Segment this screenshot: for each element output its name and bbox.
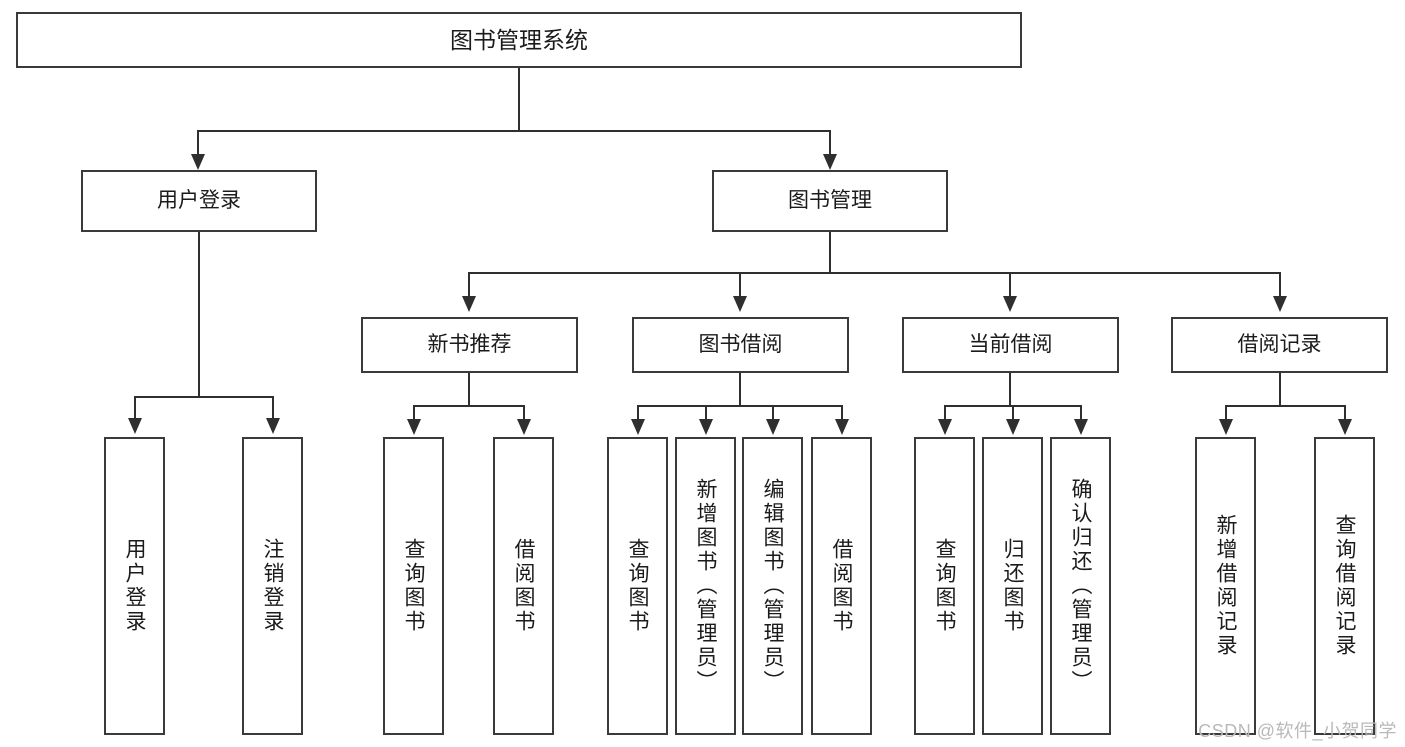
connector-user-login-stem	[198, 232, 200, 396]
connector-drop-bb-leaf-3	[772, 405, 774, 421]
connector-drop-leaf-user-login	[134, 396, 136, 420]
connector-book-borrow-bus	[637, 405, 842, 407]
arrowhead-bb-leaf-3	[766, 419, 780, 435]
leaf-label: 借阅图书	[830, 538, 853, 634]
connector-root-stem	[518, 68, 520, 130]
node-new-book-recommend[interactable]: 新书推荐	[361, 317, 578, 373]
leaf-nb-borrow-book[interactable]: 借阅图书	[493, 437, 554, 735]
leaf-user-login[interactable]: 用户登录	[104, 437, 165, 735]
connector-book-borrow-stem	[739, 373, 741, 405]
node-label: 借阅记录	[1237, 332, 1322, 356]
arrowhead-bb-leaf-4	[835, 419, 849, 435]
node-label: 当前借阅	[968, 332, 1053, 356]
connector-level1-bus	[197, 130, 830, 132]
arrowhead-bb-leaf-2	[699, 419, 713, 435]
arrowhead-bb-leaf-1	[631, 419, 645, 435]
arrowhead-nb-leaf-1	[407, 419, 421, 435]
connector-current-borrow-stem	[1009, 373, 1011, 405]
leaf-label: 查询图书	[626, 538, 649, 634]
connector-drop-bb-leaf-1	[637, 405, 639, 421]
connector-drop-new-book	[468, 272, 470, 298]
arrowhead-current-borrow	[1003, 296, 1017, 312]
connector-borrow-record-bus	[1225, 405, 1345, 407]
node-label: 图书管理系统	[450, 26, 588, 53]
node-user-login[interactable]: 用户登录	[81, 170, 317, 232]
arrowhead-br-leaf-2	[1338, 419, 1352, 435]
leaf-label: 查询借阅记录	[1333, 514, 1356, 658]
node-borrow-record[interactable]: 借阅记录	[1171, 317, 1388, 373]
leaf-cb-confirm-return-admin[interactable]: 确认归还（管理员）	[1050, 437, 1111, 735]
leaf-label: 编辑图书（管理员）	[761, 478, 784, 694]
leaf-cb-query-book[interactable]: 查询图书	[914, 437, 975, 735]
connector-drop-bb-leaf-2	[705, 405, 707, 421]
arrowhead-br-leaf-1	[1219, 419, 1233, 435]
leaf-br-add-record[interactable]: 新增借阅记录	[1195, 437, 1256, 735]
connector-user-login-bus	[134, 396, 273, 398]
connector-drop-nb-leaf-1	[413, 405, 415, 421]
leaf-br-query-record[interactable]: 查询借阅记录	[1314, 437, 1375, 735]
arrowhead-user-login	[191, 154, 205, 170]
leaf-label: 查询图书	[933, 538, 956, 634]
arrowhead-book-borrow	[733, 296, 747, 312]
leaf-cb-return-book[interactable]: 归还图书	[982, 437, 1043, 735]
connector-drop-bb-leaf-4	[841, 405, 843, 421]
connector-drop-br-leaf-1	[1225, 405, 1227, 421]
connector-drop-leaf-logout	[272, 396, 274, 420]
arrowhead-new-book	[462, 296, 476, 312]
connector-drop-current-borrow	[1009, 272, 1011, 298]
connector-drop-book-management	[829, 130, 831, 156]
arrowhead-cb-leaf-2	[1006, 419, 1020, 435]
leaf-nb-query-book[interactable]: 查询图书	[383, 437, 444, 735]
leaf-bb-query-book[interactable]: 查询图书	[607, 437, 668, 735]
connector-level2-bus	[468, 272, 1279, 274]
leaf-label: 注销登录	[261, 538, 284, 634]
arrowhead-leaf-user-login	[128, 418, 142, 434]
connector-drop-book-borrow	[739, 272, 741, 298]
leaf-bb-add-book-admin[interactable]: 新增图书（管理员）	[675, 437, 736, 735]
connector-drop-cb-leaf-1	[944, 405, 946, 421]
leaf-label: 确认归还（管理员）	[1069, 478, 1092, 694]
connector-drop-borrow-record	[1279, 272, 1281, 298]
leaf-label: 新增图书（管理员）	[694, 478, 717, 694]
node-book-borrow[interactable]: 图书借阅	[632, 317, 849, 373]
csdn-watermark: CSDN @软件_小贺同学	[1198, 721, 1397, 741]
leaf-label: 新增借阅记录	[1214, 514, 1237, 658]
arrowhead-cb-leaf-1	[938, 419, 952, 435]
connector-drop-user-login	[197, 130, 199, 156]
node-current-borrow[interactable]: 当前借阅	[902, 317, 1119, 373]
node-label: 图书借阅	[698, 332, 783, 356]
connector-drop-br-leaf-2	[1344, 405, 1346, 421]
leaf-label: 用户登录	[123, 538, 146, 634]
node-label: 新书推荐	[427, 332, 512, 356]
connector-drop-cb-leaf-2	[1012, 405, 1014, 421]
connector-new-book-bus	[413, 405, 523, 407]
connector-book-management-stem	[829, 232, 831, 272]
arrowhead-nb-leaf-2	[517, 419, 531, 435]
arrowhead-leaf-logout	[266, 418, 280, 434]
leaf-logout[interactable]: 注销登录	[242, 437, 303, 735]
leaf-label: 归还图书	[1001, 538, 1024, 634]
node-book-management[interactable]: 图书管理	[712, 170, 948, 232]
leaf-label: 借阅图书	[512, 538, 535, 634]
leaf-bb-borrow-book[interactable]: 借阅图书	[811, 437, 872, 735]
leaf-bb-edit-book-admin[interactable]: 编辑图书（管理员）	[742, 437, 803, 735]
node-label: 图书管理	[788, 188, 872, 212]
connector-borrow-record-stem	[1279, 373, 1281, 405]
leaf-label: 查询图书	[402, 538, 425, 634]
arrowhead-book-management	[823, 154, 837, 170]
connector-drop-cb-leaf-3	[1080, 405, 1082, 421]
node-label: 用户登录	[157, 188, 241, 212]
arrowhead-borrow-record	[1273, 296, 1287, 312]
arrowhead-cb-leaf-3	[1074, 419, 1088, 435]
connector-new-book-stem	[468, 373, 470, 405]
node-root-book-management-system[interactable]: 图书管理系统	[16, 12, 1022, 68]
connector-drop-nb-leaf-2	[523, 405, 525, 421]
